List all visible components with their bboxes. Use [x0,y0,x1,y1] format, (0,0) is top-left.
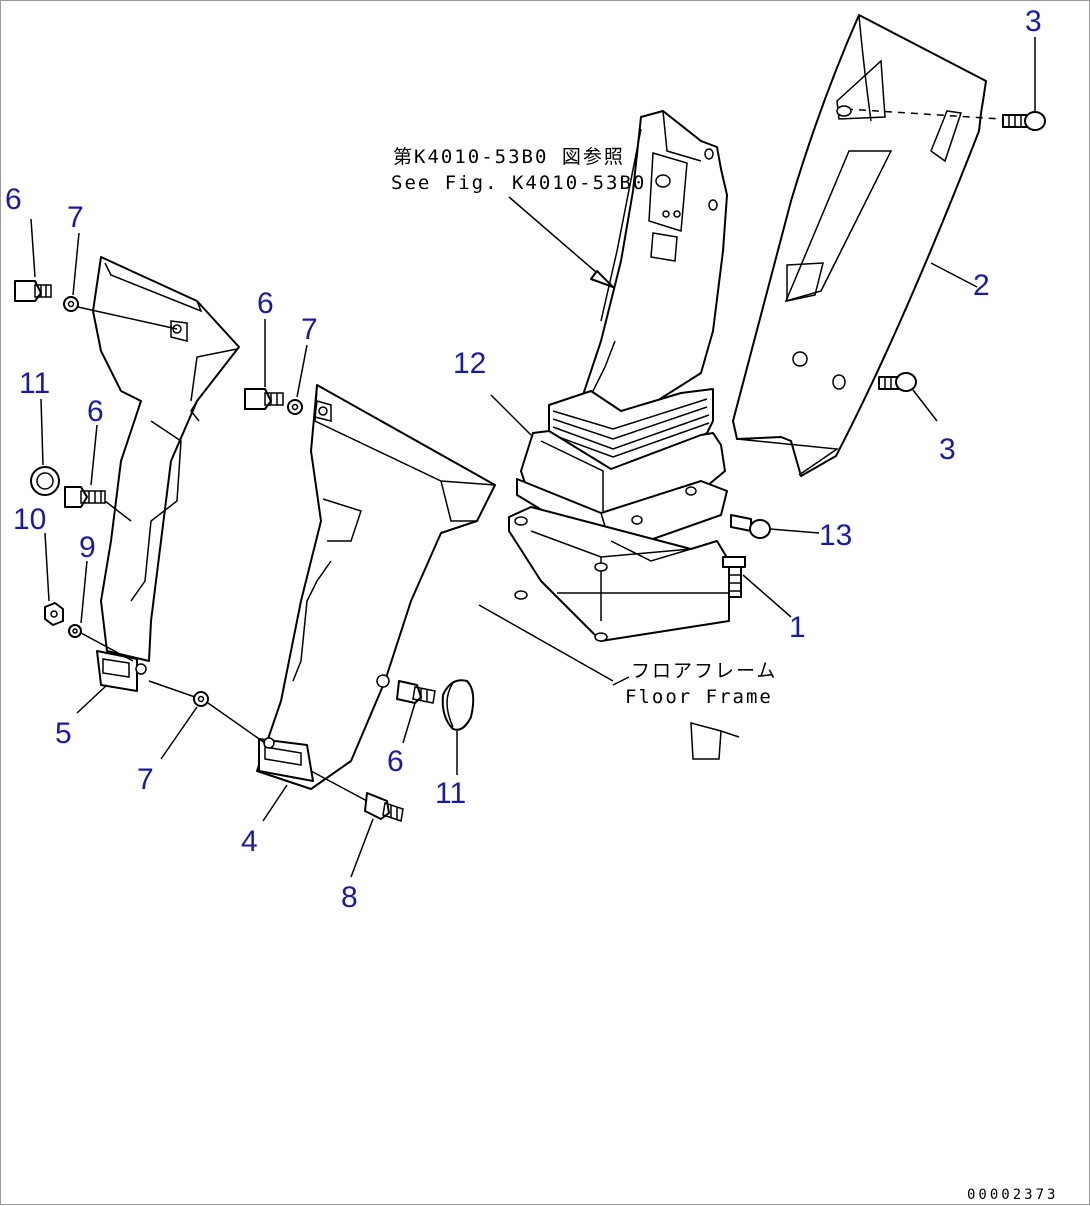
callout-5: 5 [55,717,72,750]
bolt-part-13 [730,514,820,539]
callout-7-c: 7 [137,763,154,796]
floor-note-en: Floor Frame [625,686,773,708]
callout-6-a: 6 [5,183,22,216]
cap-part-11-b [441,679,475,731]
callout-13: 13 [819,519,852,552]
bolt-part-1 [722,556,792,618]
callout-labels: 1 2 3 3 4 5 6 6 6 6 7 7 7 8 9 10 11 11 1… [5,5,1042,914]
callout-10: 10 [13,503,46,536]
callout-11-a: 11 [19,367,50,400]
callout-6-c: 6 [87,395,104,428]
callout-6-b: 6 [257,287,274,320]
reference-note: 第K4010-53B0 図参照 See Fig. K4010-53B0 [391,146,646,194]
document-id: 00002373 [967,1187,1058,1203]
leader-lines [30,37,1036,878]
lever-boot-part-12 [508,388,730,642]
callout-3-upper: 3 [1025,5,1042,38]
callout-9: 9 [79,531,96,564]
washer-part-7-a [63,296,178,330]
nut-part-10 [44,602,64,626]
callout-8: 8 [341,881,358,914]
cap-part-11-a [30,466,60,496]
callout-3-lower: 3 [939,433,956,466]
washer-part-7-c [148,680,266,744]
left-cover-part-4 [256,384,496,790]
callout-7-a: 7 [67,201,84,234]
washer-part-7-b [287,399,303,415]
floor-note: フロアフレーム Floor Frame [625,660,777,708]
callout-6-d: 6 [387,745,404,778]
washer-part-9 [68,624,134,662]
bolt-part-6-c [64,486,132,522]
bolt-part-6-d [396,680,436,704]
callout-1: 1 [789,611,806,644]
bolt-part-3-lower [878,372,938,422]
bolt-part-3-upper [1002,111,1046,131]
floor-note-jp: フロアフレーム [631,660,777,682]
callout-11-b: 11 [435,777,466,810]
reference-note-jp: 第K4010-53B0 図参照 [393,146,625,168]
callout-7-b: 7 [301,313,318,346]
left-cover-part-5 [92,256,240,692]
callout-2: 2 [973,269,990,302]
right-cover-part-2 [732,14,1002,477]
bolt-part-6-a [14,280,52,302]
callout-12: 12 [453,347,486,380]
floor-frame [478,604,740,760]
callout-4: 4 [241,825,258,858]
bolt-part-6-b [244,388,284,410]
bolt-part-8 [310,770,404,822]
reference-note-en: See Fig. K4010-53B0 [391,172,646,194]
